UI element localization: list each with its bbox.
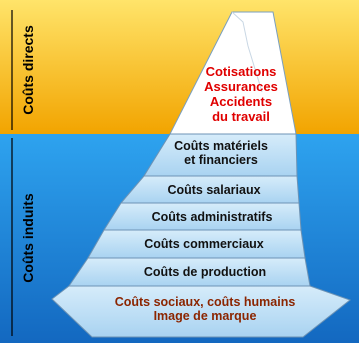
tip-line-4: du travail [212, 108, 270, 124]
layer-salariaux-text: Coûts salariaux [167, 183, 261, 197]
layer-materiels-line-1: Coûts matériels [174, 139, 268, 153]
direct-costs-label: Coûts directs [20, 25, 36, 115]
layer-materiels-text: Coûts matériels et financiers [174, 139, 268, 168]
tip-line-2: Assurances [204, 78, 278, 94]
tip-text: Cotisations Assurances Accidents du trav… [204, 64, 278, 125]
layer-production-text: Coûts de production [143, 265, 267, 279]
layer-materiels-line-2: et financiers [184, 153, 258, 168]
layer-sociaux [51, 285, 352, 338]
layer-administratifs-text: Coûts administratifs [151, 210, 273, 224]
layer-sociaux-line-2: Image de marque [153, 309, 257, 324]
tip-line-3: Accidents [209, 93, 273, 109]
tip-line-1: Cotisations [205, 64, 277, 79]
sky-area [0, 0, 359, 134]
layer-sociaux-line-1: Coûts sociaux, coûts humains [114, 295, 296, 309]
layer-sociaux-text: Coûts sociaux, coûts humains Image de ma… [115, 295, 296, 324]
induced-costs-label: Coûts induits [20, 193, 36, 283]
layer-commerciaux-text: Coûts commerciaux [144, 237, 264, 251]
